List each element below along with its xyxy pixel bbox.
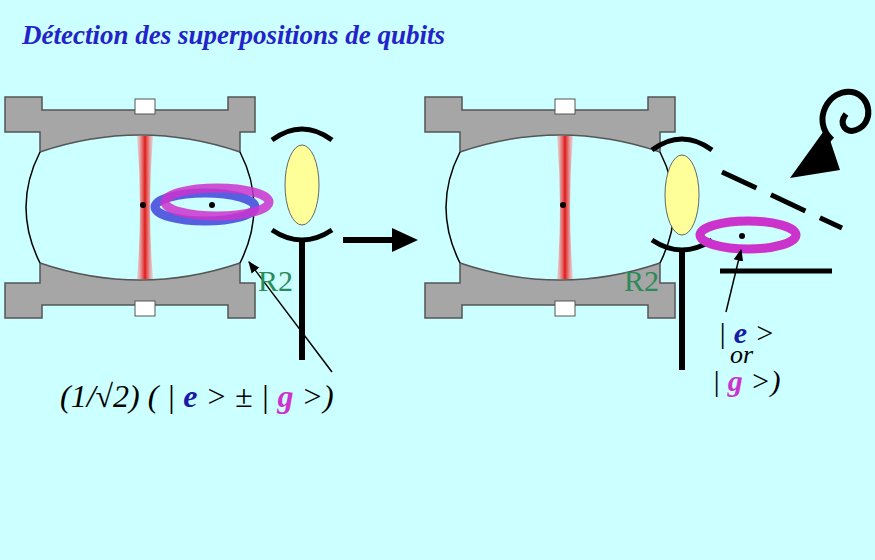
cavity-left [5, 97, 255, 318]
component-label: R2 [624, 266, 659, 296]
cavity-right [425, 97, 675, 318]
state-formula: (1/√2) ( | e > ± | g >) [60, 380, 334, 412]
state-label: | g >) [712, 366, 780, 396]
atom-superposition [155, 188, 269, 221]
ramsey-zone [652, 139, 712, 370]
component-label: R2 [258, 266, 293, 296]
atom-measured [700, 221, 796, 249]
cavity-center-dot [140, 202, 146, 208]
leader-line [726, 250, 741, 312]
transition-arrow [343, 228, 418, 252]
cavity-center-dot [560, 202, 566, 208]
leader-line [249, 262, 332, 372]
detector [720, 92, 868, 271]
ramsey-zone [272, 129, 332, 360]
slide-title: Détection des superpositions de qubits [22, 22, 445, 49]
